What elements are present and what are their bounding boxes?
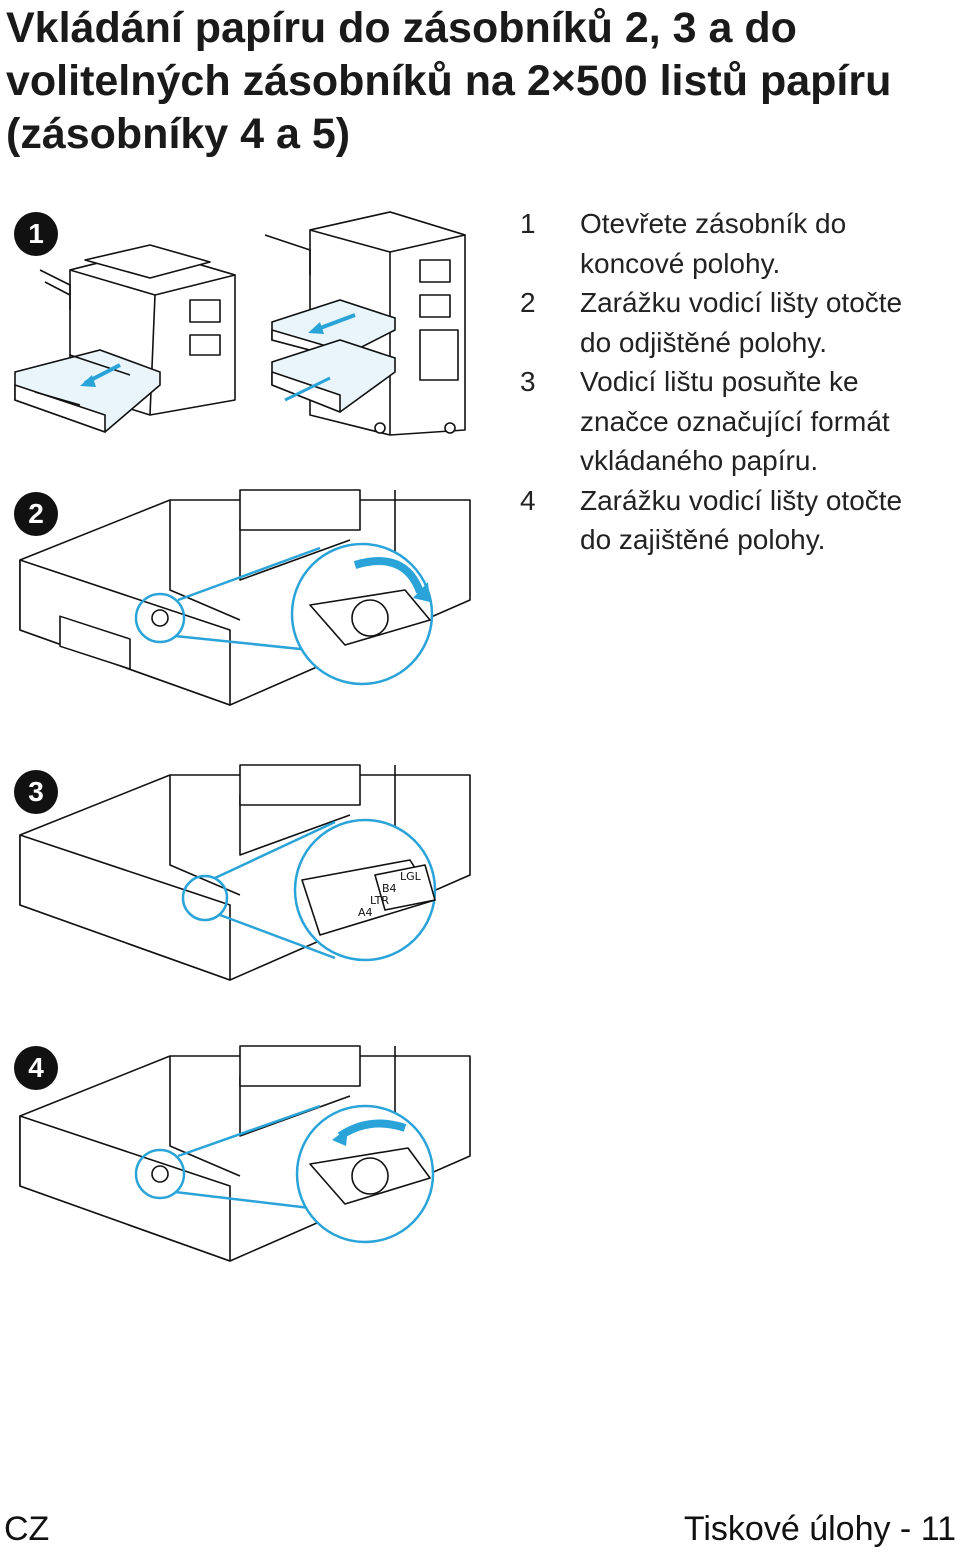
title-line: (zásobníky 4 a 5) — [6, 110, 351, 158]
arrow-head-icon — [308, 322, 324, 334]
step-text: Zarážku vodicí lišty otočte do odjištěné… — [580, 283, 950, 362]
guide-lock-highlight — [134, 1148, 186, 1200]
step-item: 1 Otevřete zásobník do koncové polohy. — [520, 204, 950, 283]
printer-tray-open-illustration — [14, 211, 466, 436]
step-item: 3 Vodicí lištu posuňte ke značce označuj… — [520, 362, 950, 481]
footer-page-number: Tiskové úlohy - 11 — [683, 1510, 956, 1548]
page-title: Vkládání papíru do zásobníků 2, 3 a do v… — [6, 2, 956, 161]
guide-slide-illustration: LGL B4 LTR A4 — [19, 764, 471, 981]
pull-arrow-icon — [284, 376, 331, 402]
step-text-line: Otevřete zásobník do — [580, 208, 847, 239]
step-number: 4 — [520, 484, 536, 516]
printer-right-drawing — [264, 211, 466, 436]
step-badge-3: 3 — [14, 770, 58, 814]
title-line: volitelných zásobníků na 2×500 listů pap… — [6, 57, 892, 105]
size-mark-a4: A4 — [358, 906, 373, 919]
step-badge-4: 4 — [14, 1046, 58, 1090]
step-number: 3 — [520, 366, 536, 397]
size-mark-highlight — [181, 874, 229, 922]
instruction-steps: 1 Otevřete zásobník do koncové polohy. 2… — [520, 204, 950, 560]
step-text: Otevřete zásobník do koncové polohy. — [580, 204, 950, 283]
step-badge-2: 2 — [14, 492, 58, 536]
rotate-arrow-icon — [353, 557, 424, 594]
step-badge-1: 1 — [14, 212, 58, 256]
step-text: Vodicí lištu posuňte ke značce označujíc… — [580, 362, 950, 481]
step-text-line: do zajištěné polohy. — [580, 524, 826, 555]
step-text: Zarážku vodicí lišty otočte do zajištěné… — [580, 481, 950, 560]
step-number: 2 — [520, 287, 536, 318]
arrow-head-icon — [413, 582, 430, 602]
title-line: Vkládání papíru do zásobníků 2, 3 a do — [6, 4, 797, 52]
step-text-line: Zarážku vodicí lišty otočte — [580, 287, 903, 318]
step-text-line: značce označující formát — [580, 405, 890, 437]
guide-unlock-illustration — [19, 489, 471, 706]
step-text-line: koncové polohy. — [580, 247, 781, 279]
arrow-head-icon — [332, 1128, 348, 1146]
guide-lock-illustration — [19, 1045, 471, 1262]
step-text-line: do odjištěné polohy. — [580, 326, 827, 358]
size-mark-lgl: LGL — [400, 870, 422, 883]
footer-language: CZ — [4, 1510, 50, 1548]
printer-left-drawing — [14, 244, 236, 433]
step-text-line: vkládaného papíru. — [580, 445, 819, 476]
step-number: 1 — [520, 208, 536, 239]
step-item: 4 Zarážku vodicí lišty otočte do zajiště… — [520, 481, 950, 560]
guide-lock-highlight — [134, 592, 186, 644]
size-mark-ltr: LTR — [370, 894, 389, 907]
size-mark-b4: B4 — [382, 882, 397, 895]
step-text-line: Zarážku vodicí lišty otočte — [580, 484, 903, 516]
arrow-head-icon — [80, 375, 96, 387]
step-item: 2 Zarážku vodicí lišty otočte do odjiště… — [520, 283, 950, 362]
step-text-line: Vodicí lištu posuňte ke — [580, 366, 859, 397]
